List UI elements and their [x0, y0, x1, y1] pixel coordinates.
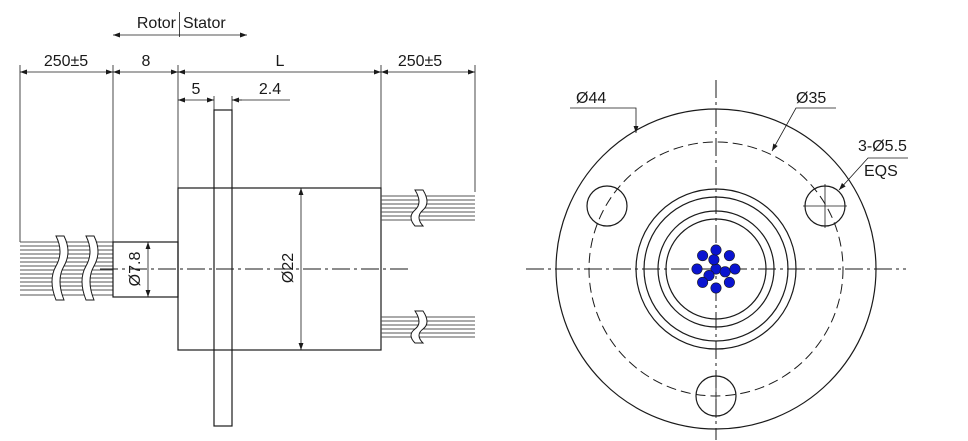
wire-contact [708, 254, 720, 266]
leader-bolt-circle [771, 107, 836, 152]
lead-wire-bundle-right-lower [381, 310, 475, 344]
stator-body [177, 187, 382, 351]
leader-flange-dia [570, 107, 639, 133]
body-ring-3 [657, 210, 775, 328]
wire-contact [723, 250, 735, 262]
lead-wire-bundle-left [20, 235, 113, 301]
dim-flange-position: 5 [192, 81, 201, 98]
wire-contact [723, 276, 735, 288]
wire-contacts [691, 244, 741, 294]
lead-wire-bundle-right-upper [381, 189, 475, 227]
dim-lead-right: 250±5 [398, 53, 442, 70]
wire-contact [703, 269, 715, 281]
wire-contact [710, 282, 722, 294]
dim-holes-eqs: EQS [864, 163, 898, 180]
wire-contact [697, 276, 709, 288]
side-view: Rotor Stator 250±5 8 L 250±5 5 2.4 [19, 12, 476, 427]
dim-flange-diameter: Ø44 [576, 90, 606, 107]
flange-outline [555, 108, 877, 430]
dim-lead-left: 250±5 [44, 53, 88, 70]
leader-holes [838, 157, 908, 191]
dim-bolt-circle: Ø35 [796, 90, 826, 107]
dim-mounting-holes: 3-Ø5.5 [858, 138, 907, 155]
stator-label: Stator [183, 15, 226, 32]
body-ring-outer [635, 188, 797, 350]
wire-contact [719, 266, 731, 278]
front-view: Ø44 Ø35 3-Ø5.5 EQS [526, 80, 908, 440]
wire-contact [697, 250, 709, 262]
wire-contact [710, 244, 722, 256]
body-ring-inner [665, 218, 767, 320]
dim-flange-thickness: 2.4 [259, 81, 281, 98]
dim-body-diameter: Ø22 [280, 253, 297, 283]
rotor-label: Rotor [137, 15, 177, 32]
dim-rotor-length: 8 [142, 53, 151, 70]
wire-contact [691, 263, 703, 275]
mounting-hole [586, 185, 628, 227]
wire-contact [729, 263, 741, 275]
body-ring-2 [643, 196, 789, 342]
flange [213, 109, 233, 427]
dim-body-length: L [276, 53, 285, 70]
